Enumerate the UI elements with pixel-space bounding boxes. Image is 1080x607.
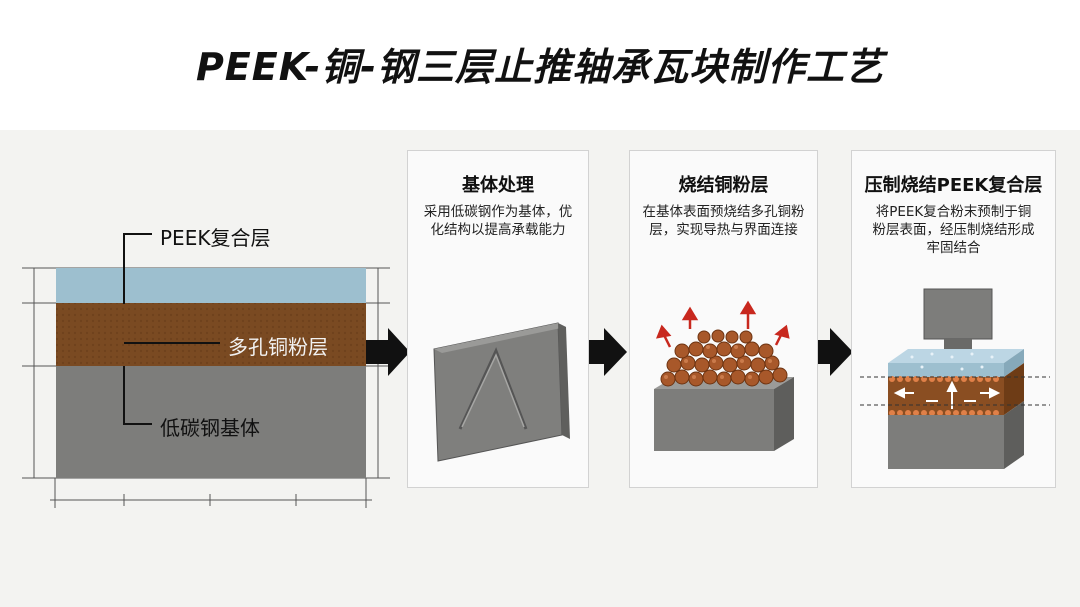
label-peek-layer: PEEK复合层	[160, 226, 271, 250]
step-title: 压制烧结PEEK复合层	[864, 175, 1043, 196]
label-steel-layer: 低碳钢基体	[160, 416, 260, 440]
step-title: 基体处理	[462, 175, 534, 196]
flow-arrow-2	[583, 328, 627, 376]
step-panel-substrate: 基体处理 采用低碳钢作为基体，优 化结构以提高承载能力	[407, 150, 589, 488]
step-description: 将PEEK复合粉末预制于铜 粉层表面，经压制烧结形成 牢固结合	[872, 204, 1035, 256]
press-sinter-illustration	[860, 288, 1050, 469]
steel-plate-illustration	[433, 322, 570, 462]
step-panel-copper-sintering: 烧结铜粉层 在基体表面预烧结多孔铜粉 层，实现导热与界面连接	[629, 150, 818, 488]
peek-layer	[56, 268, 366, 304]
flow-arrow-1	[366, 328, 410, 376]
page-title: PEEK-铜-钢三层止推轴承瓦块制作工艺	[195, 45, 885, 89]
step-panel-peek-pressing: 压制烧结PEEK复合层 将PEEK复合粉末预制于铜 粉层表面，经压制烧结形成 牢…	[851, 150, 1056, 488]
step-title: 烧结铜粉层	[678, 175, 769, 196]
steel-substrate-layer	[56, 366, 366, 478]
flow-arrow-3	[808, 328, 853, 376]
step-description: 在基体表面预烧结多孔铜粉 层，实现导热与界面连接	[642, 204, 805, 238]
copper-sinter-illustration	[654, 300, 794, 451]
step-description: 采用低碳钢作为基体，优 化结构以提高承载能力	[423, 204, 573, 238]
heat-arrows	[656, 300, 790, 348]
label-copper-layer: 多孔铜粉层	[228, 335, 328, 359]
